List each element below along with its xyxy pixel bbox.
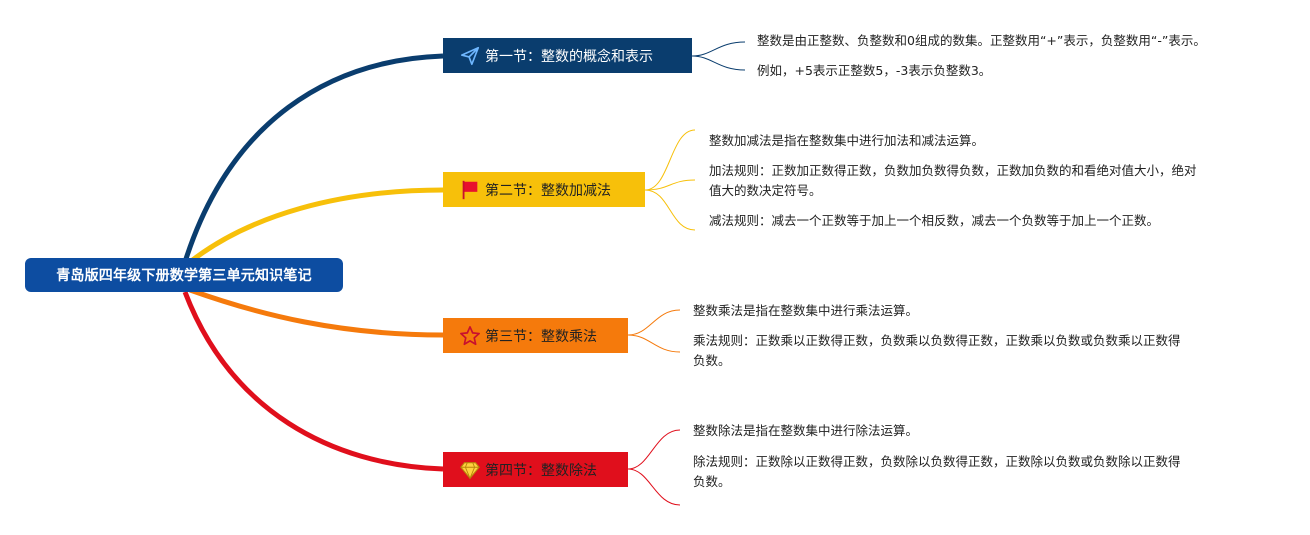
leaf-note[interactable]: 除法规则：正数除以正数得正数，负数除以负数得正数，正数除以负数或负数除以正数得负… (693, 454, 1181, 489)
leaf-note[interactable]: 整数是由正整数、负整数和0组成的数集。正整数用“+”表示，负整数用“-”表示。 (757, 33, 1206, 48)
leaf-note[interactable]: 整数加减法是指在整数集中进行加法和减法运算。 (709, 133, 985, 148)
topic-label: 第一节：整数的概念和表示 (485, 48, 653, 65)
branch-line-2 (188, 187, 444, 264)
root-topic[interactable]: 青岛版四年级下册数学第三单元知识笔记 (25, 258, 343, 292)
send-icon (459, 45, 481, 67)
branch-line-3 (189, 287, 444, 338)
topic-label: 第四节：整数除法 (485, 462, 597, 479)
star-icon (459, 325, 481, 347)
diamond-icon (459, 459, 481, 481)
leaf-note[interactable]: 整数除法是指在整数集中进行除法运算。 (693, 423, 919, 438)
topic-section-3[interactable]: 第三节：整数乘法 (443, 318, 628, 353)
leaf-note[interactable]: 整数乘法是指在整数集中进行乘法运算。 (693, 303, 919, 318)
topic-label: 第二节：整数加减法 (485, 182, 611, 199)
topic-section-4[interactable]: 第四节：整数除法 (443, 452, 628, 487)
branch-line-1 (182, 53, 444, 263)
leaf-note[interactable]: 例如，+5表示正整数5，-3表示负整数3。 (757, 63, 992, 78)
root-topic-label: 青岛版四年级下册数学第三单元知识笔记 (56, 268, 312, 284)
topic-label: 第三节：整数乘法 (485, 328, 597, 345)
leaf-note[interactable]: 加法规则：正数加正数得正数，负数加负数得负数，正数加负数的和看绝对值大小，绝对值… (709, 163, 1197, 198)
flag-icon (459, 179, 481, 201)
leaf-note[interactable]: 减法规则：减去一个正数等于加上一个相反数，减去一个负数等于加上一个正数。 (709, 213, 1160, 228)
branch-line-4 (182, 291, 444, 472)
leaf-note[interactable]: 乘法规则：正数乘以正数得正数，负数乘以负数得正数，正数乘以负数或负数乘以正数得负… (693, 333, 1181, 368)
topic-section-1[interactable]: 第一节：整数的概念和表示 (443, 38, 692, 73)
topic-section-2[interactable]: 第二节：整数加减法 (443, 172, 645, 207)
